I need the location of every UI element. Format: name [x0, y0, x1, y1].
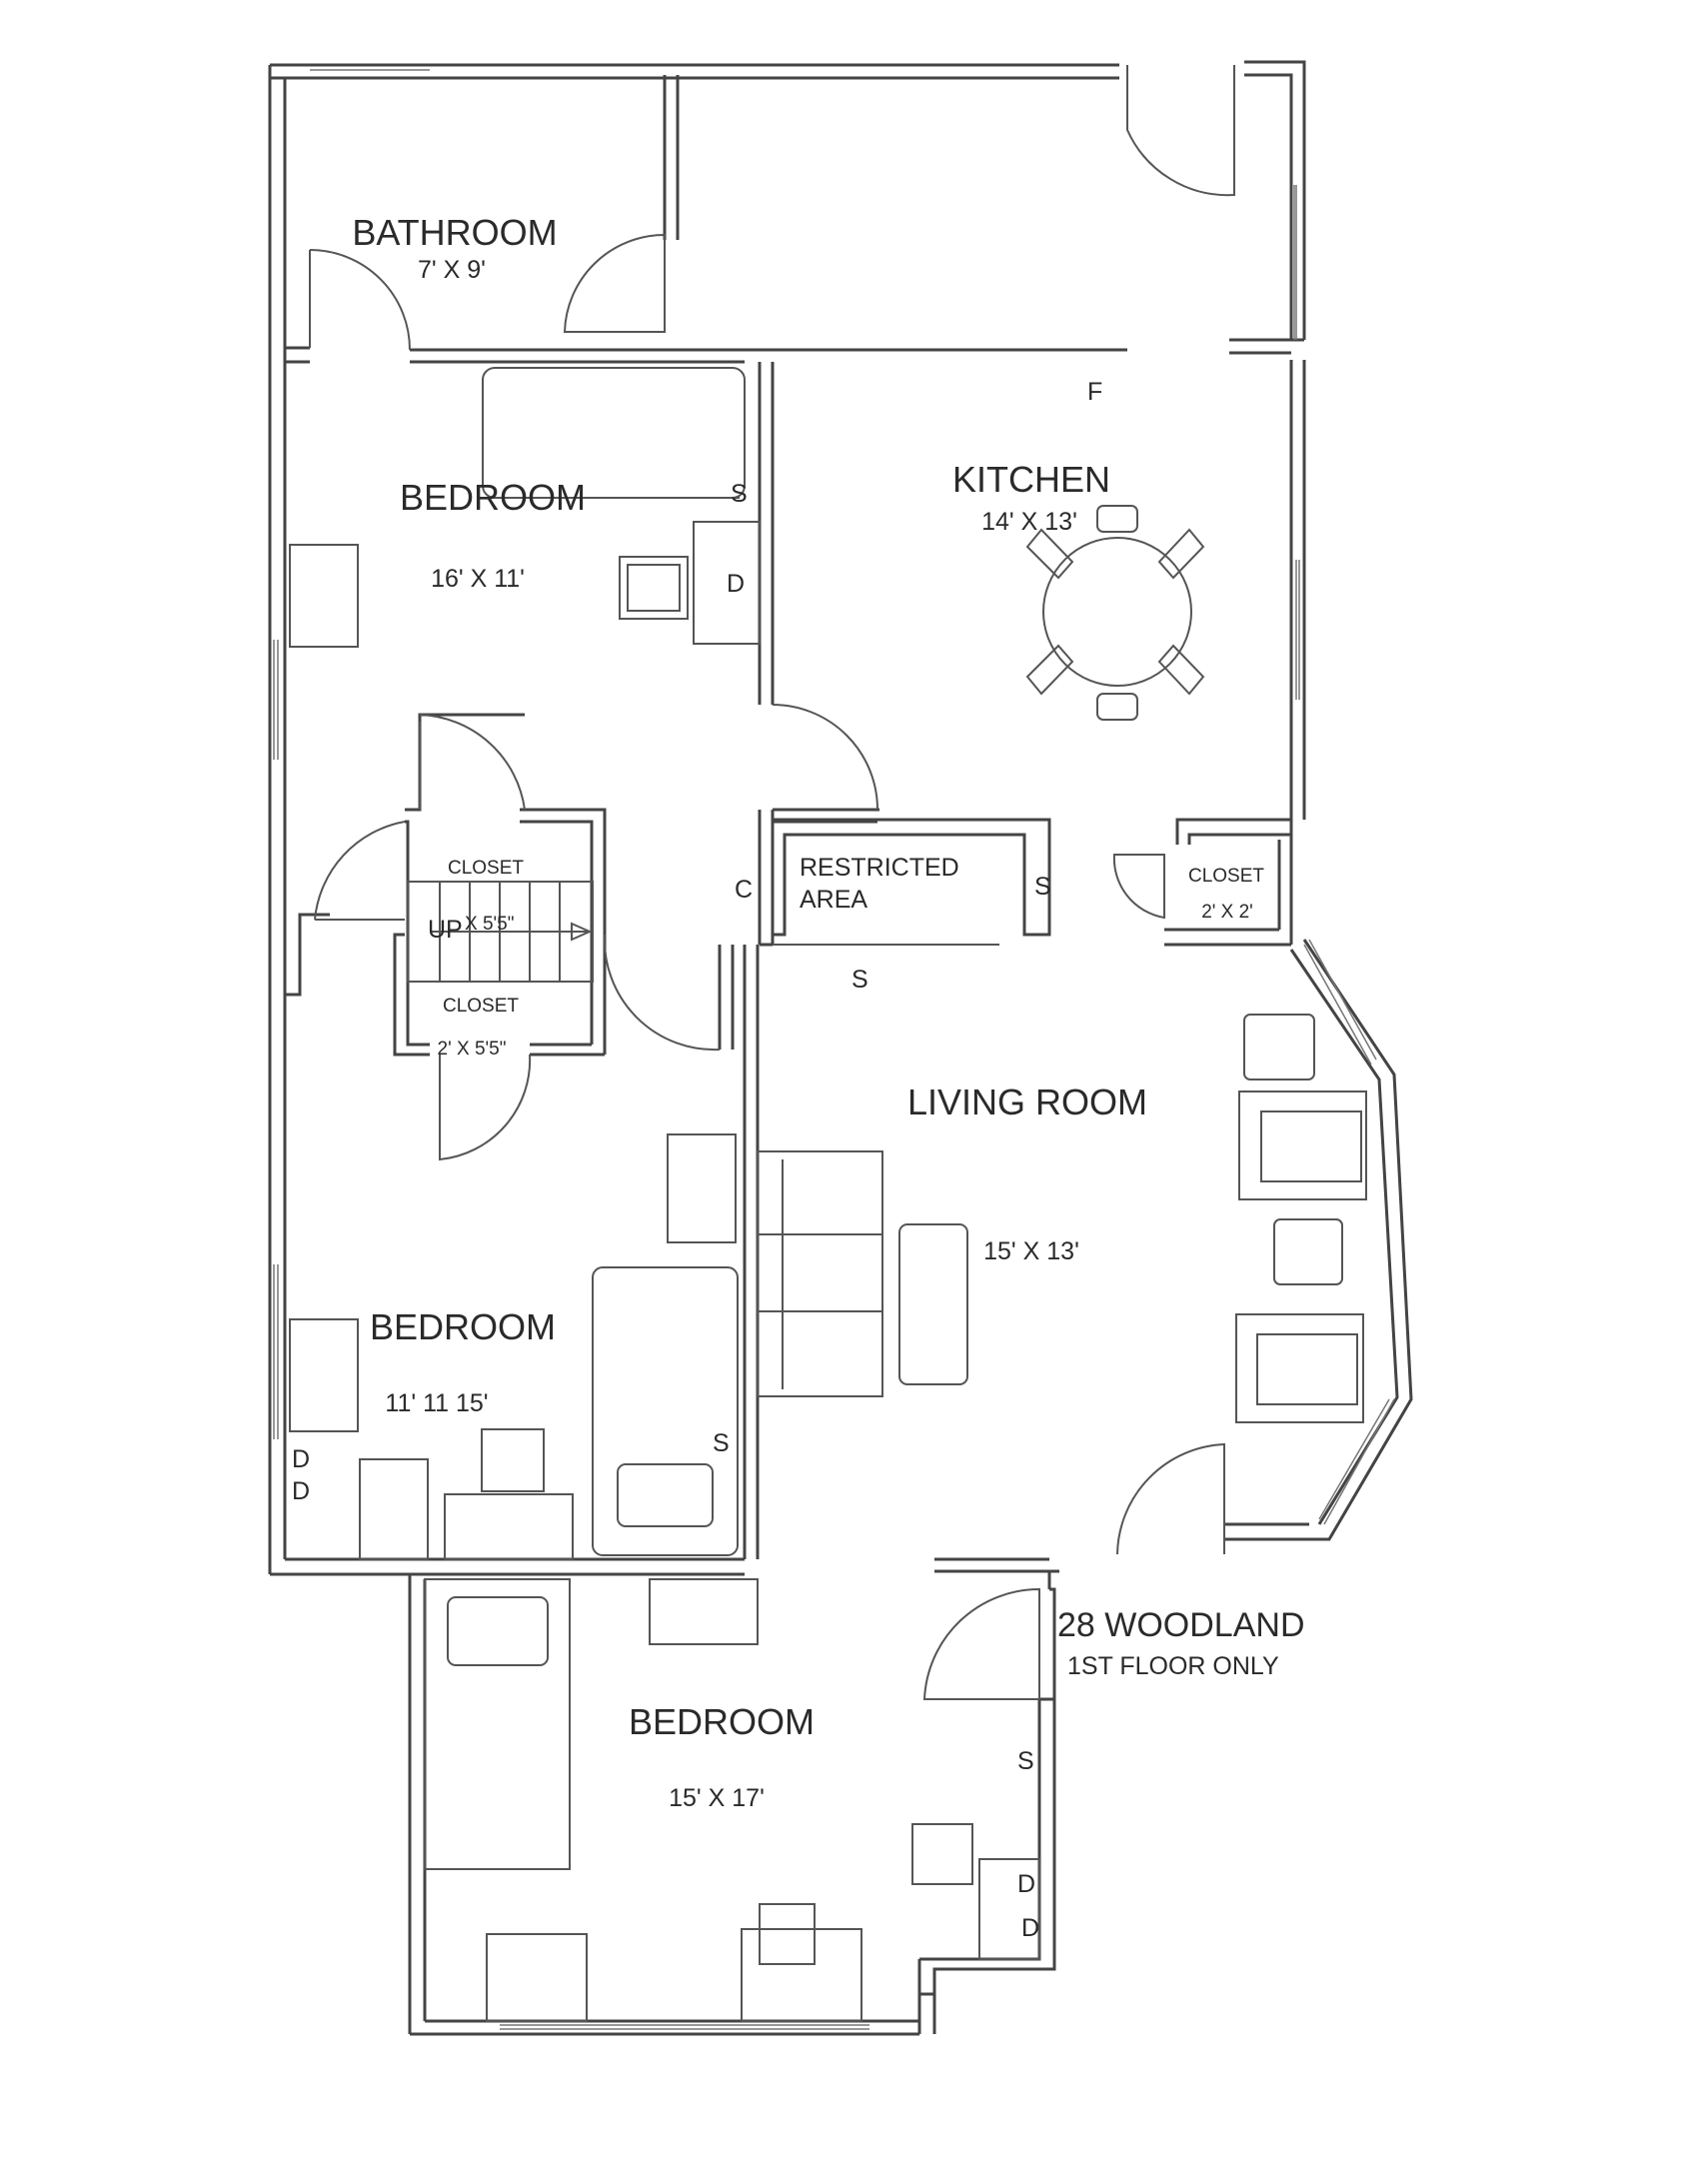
closet-right-size: 2' X 2' [1201, 902, 1253, 923]
chest-bedroom-3 [649, 1578, 759, 1645]
chest-hall [667, 1133, 737, 1243]
armchair-2 [1235, 1313, 1364, 1423]
door-swings [309, 65, 1235, 1700]
restricted-area-label-2: AREA [800, 886, 867, 914]
armchair-1 [1238, 1091, 1367, 1200]
nightstand-bedroom-3 [911, 1823, 973, 1885]
dresser-bedroom-1 [693, 521, 761, 645]
bedroom-3-d1-marker: D [1017, 1870, 1035, 1898]
closet-stair-bottom-size: 2' X 5'5" [438, 1039, 507, 1060]
interior-walls [285, 75, 1304, 1576]
sink-bedroom-1-marker: S [731, 480, 748, 508]
sofa [757, 1150, 883, 1397]
fridge-marker: F [1087, 378, 1102, 406]
kitchen-table [1042, 537, 1192, 687]
bed-3 [424, 1578, 571, 1870]
windows [273, 69, 1395, 2030]
dresser-bedroom-3 [978, 1858, 1040, 1960]
bedroom-top-size: 16' X 11' [431, 565, 525, 593]
bedroom-bottom-label: BEDROOM [629, 1701, 815, 1742]
bathroom-label: BATHROOM [352, 212, 557, 253]
desk-bedroom-2 [444, 1493, 574, 1560]
furniture [289, 367, 1367, 2022]
living-s-marker: S [851, 966, 868, 994]
side-table-1 [1243, 1014, 1315, 1081]
bedroom-2-d1-marker: D [292, 1445, 310, 1473]
bedroom-3-s-marker: S [1017, 1747, 1034, 1775]
bathroom-size: 7' X 9' [418, 256, 486, 284]
desk-bedroom-3 [741, 1928, 862, 2022]
bedroom-mid-size: 11' 11 15' [385, 1389, 488, 1417]
room-labels: BATHROOM 7' X 9' BEDROOM 16' X 11' KITCH… [352, 212, 1264, 1812]
coffee-table [898, 1223, 968, 1385]
address-block: 28 WOODLAND 1ST FLOOR ONLY [1057, 1606, 1305, 1680]
side-table-2 [1273, 1218, 1343, 1285]
closet-right-label: CLOSET [1188, 866, 1264, 887]
closet-stair-bottom-label: CLOSET [443, 996, 519, 1017]
closet-c-marker: C [735, 876, 753, 904]
living-room-label: LIVING ROOM [907, 1082, 1147, 1122]
bedroom-top-label: BEDROOM [400, 477, 586, 518]
kitchen-label: KITCHEN [952, 459, 1110, 500]
dresser-bedroom-2 [359, 1458, 429, 1560]
address-subtitle: 1ST FLOOR ONLY [1067, 1652, 1279, 1680]
stair-size: X 5'5" [465, 914, 514, 935]
dresser-bedroom-1-marker: D [727, 570, 745, 598]
chest-bedroom-1 [289, 544, 359, 648]
bedroom-2-d2-marker: D [292, 1477, 310, 1505]
address-title: 28 WOODLAND [1057, 1606, 1305, 1644]
stair-up-label: UP [428, 916, 463, 944]
kitchen-size: 14' X 13' [981, 508, 1077, 536]
bedroom-3-d2-marker: D [1021, 1914, 1039, 1942]
bedroom-bottom-size: 15' X 17' [669, 1784, 765, 1812]
living-room-size: 15' X 13' [983, 1237, 1079, 1265]
chest-bedroom-2 [289, 1318, 359, 1432]
bed-2 [592, 1266, 739, 1556]
bedroom-2-s-marker: S [713, 1429, 730, 1457]
restricted-area-label-1: RESTRICTED [800, 854, 959, 882]
closet-stair-top-label: CLOSET [448, 858, 524, 879]
nightstand-bedroom-1 [619, 556, 689, 620]
bedroom-mid-label: BEDROOM [370, 1306, 556, 1347]
fixture-markers: F S D C S S S D D S D D [292, 378, 1102, 1942]
restricted-s-marker: S [1034, 873, 1051, 901]
cabinet-bedroom-3 [486, 1933, 588, 2022]
